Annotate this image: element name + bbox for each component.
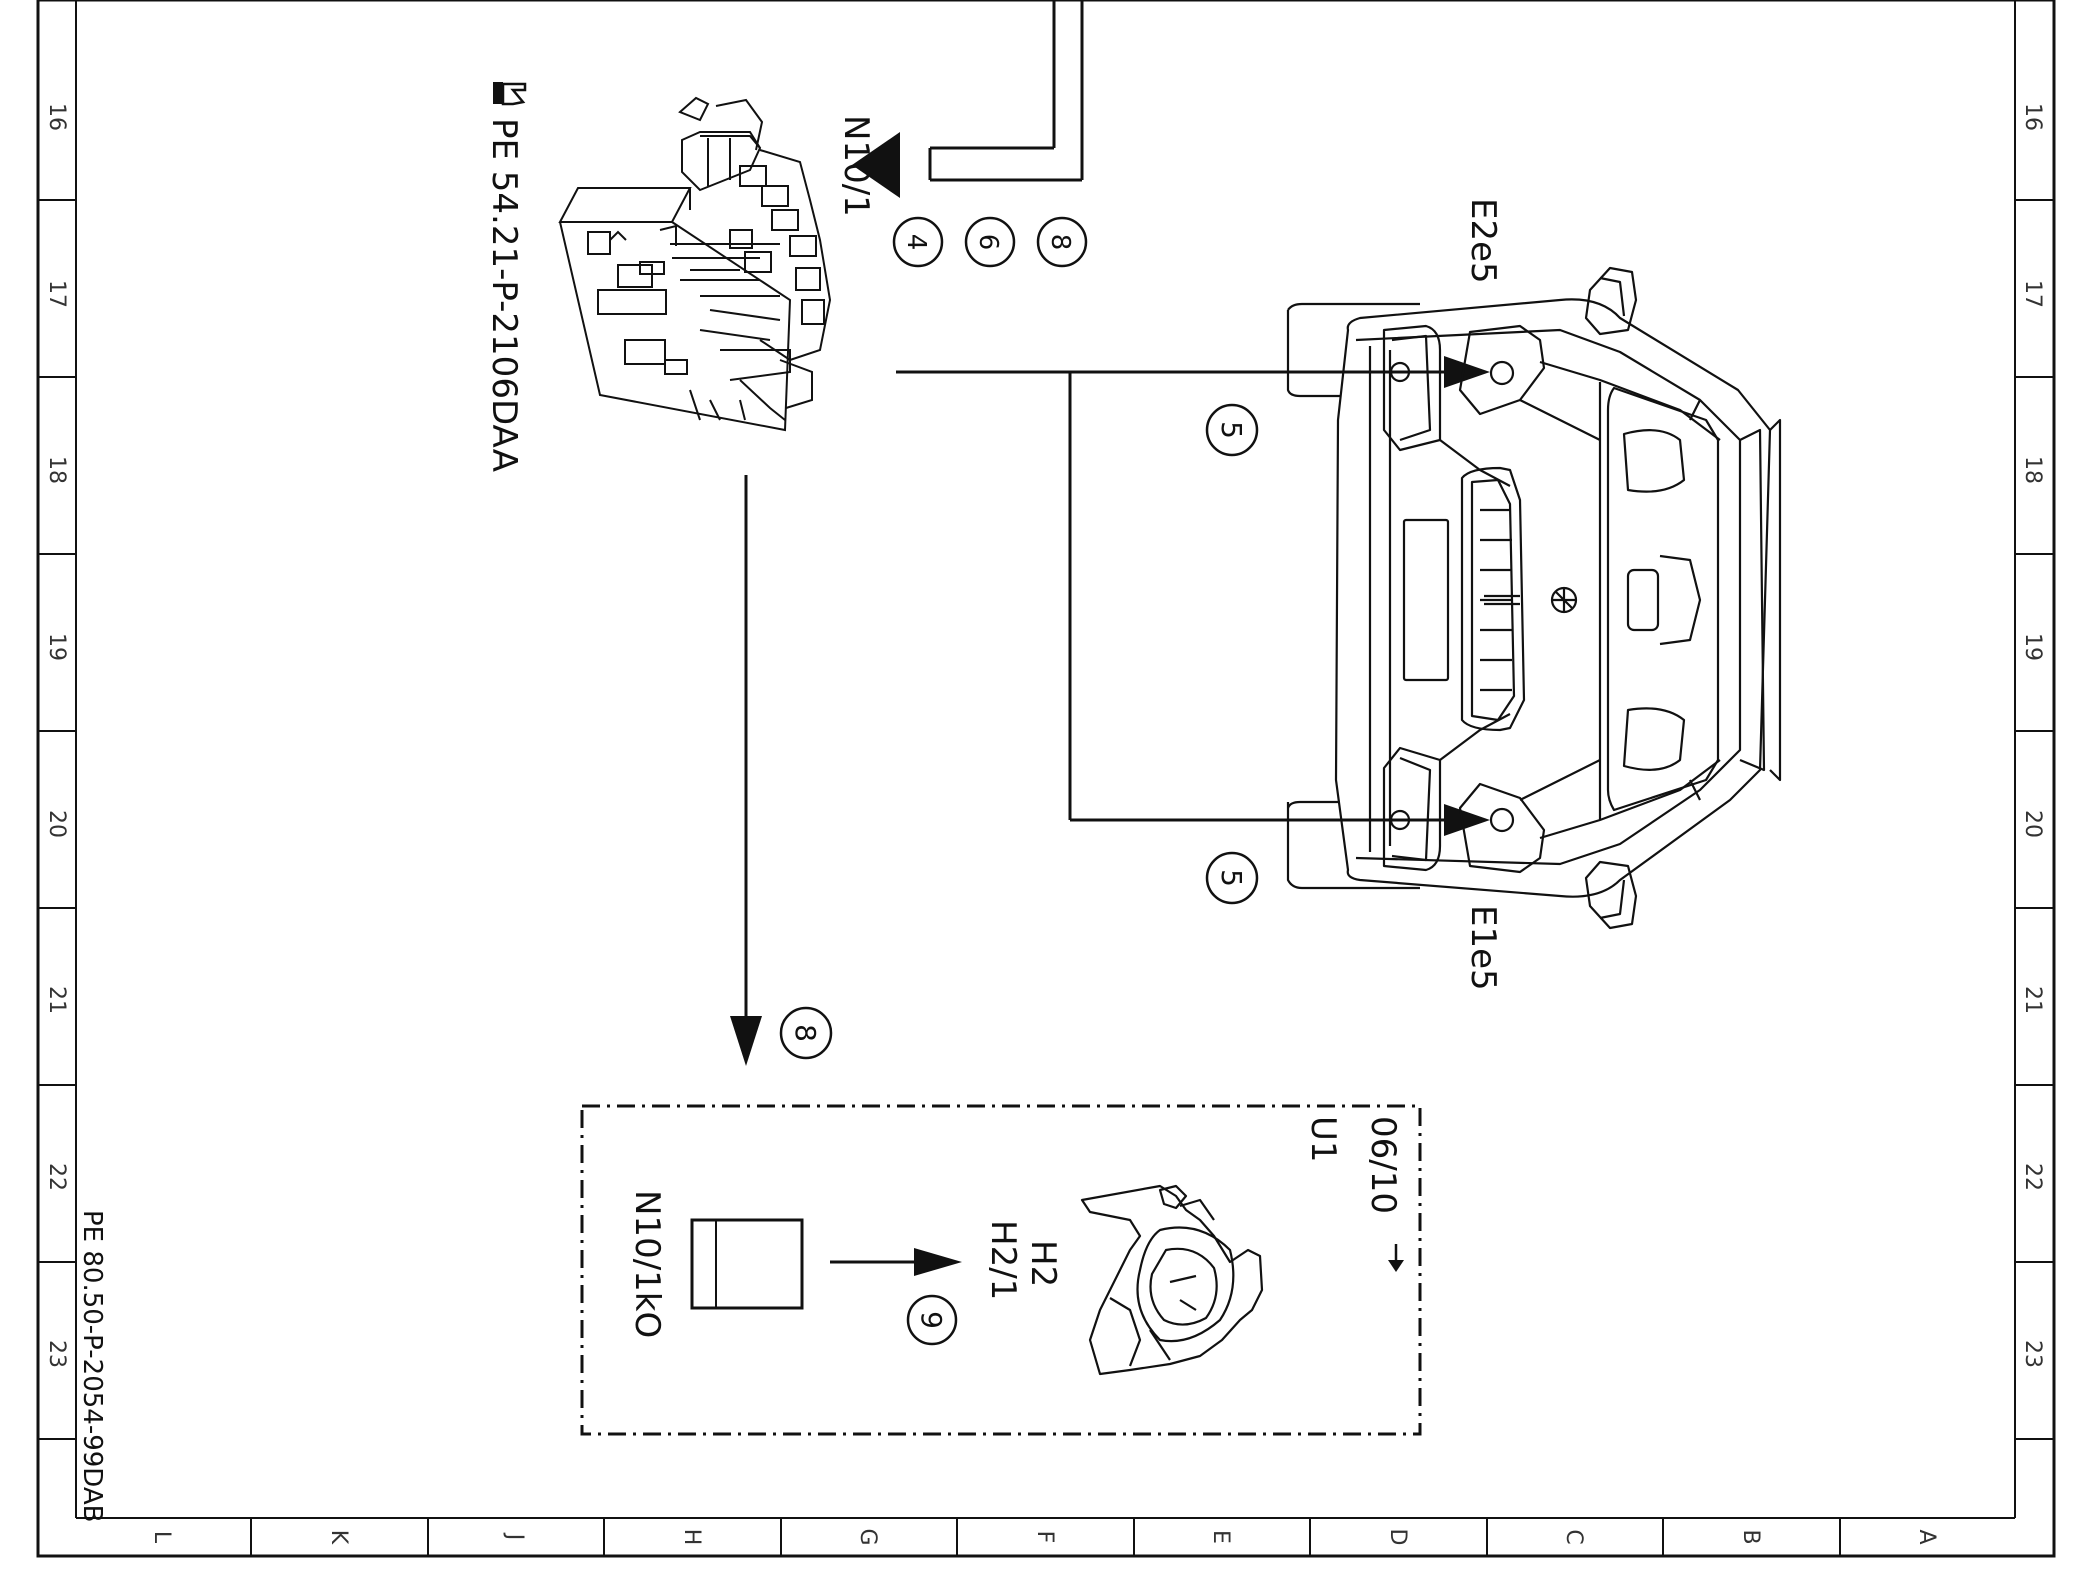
svg-text:4: 4 [901, 234, 931, 251]
row-label: 17 [2020, 280, 2045, 308]
row-label: 18 [2020, 456, 2045, 484]
right-light-label: E2e5 [1463, 198, 1503, 284]
row-label: 21 [44, 986, 69, 1014]
circle-ref-5-lower: 5 [1205, 851, 1259, 905]
grid-row-labels-left: 16 17 18 19 20 21 22 23 [44, 103, 69, 1368]
variant-date: 06/10 [1363, 1116, 1403, 1214]
row-label: 23 [2020, 1340, 2045, 1368]
column-label: K [326, 1530, 351, 1545]
variant-box-u1: 06/10 U1 H2 H2/1 N10/1kO 9 [580, 1104, 1422, 1436]
grid-column-labels: L K J H G F E D C B A [149, 1528, 1939, 1545]
row-label: 22 [44, 1163, 69, 1191]
row-label: 18 [44, 456, 69, 484]
column-label: B [1738, 1529, 1763, 1544]
column-label: H [679, 1529, 704, 1546]
circle-ref-8-lower: 8 [779, 1006, 833, 1060]
column-label: A [1914, 1529, 1939, 1544]
column-label: J [502, 1532, 527, 1541]
pointing-hand-icon [493, 82, 527, 106]
circle-ref-8: 8 [1036, 216, 1088, 268]
horn-drawing [1080, 1184, 1264, 1376]
svg-text:6: 6 [973, 234, 1003, 251]
arrow-to-left-light [1444, 804, 1490, 836]
arrow-relay-to-horn [914, 1248, 962, 1276]
row-label: 23 [44, 1340, 69, 1368]
relay-label: N10/1kO [627, 1190, 667, 1338]
svg-text:8: 8 [789, 1024, 822, 1042]
row-label: 21 [2020, 986, 2045, 1014]
horn-label-h2-1: H2/1 [983, 1220, 1023, 1300]
horn-label-h2: H2 [1023, 1240, 1063, 1287]
circle-ref-5-upper: 5 [1205, 403, 1259, 457]
column-label: E [1208, 1530, 1233, 1544]
circle-ref-9: 9 [906, 1294, 958, 1346]
relay-n10-1ko [690, 1218, 804, 1310]
column-label: F [1032, 1531, 1057, 1544]
arrow-to-sam-module [852, 132, 900, 198]
column-label: C [1561, 1529, 1586, 1544]
row-label: 20 [2020, 810, 2045, 838]
row-label: 16 [2020, 103, 2045, 131]
arrow-down-to-variant-box [730, 1016, 762, 1066]
svg-text:5: 5 [1215, 869, 1248, 887]
row-label: 22 [2020, 1163, 2045, 1191]
circle-ref-4: 4 [892, 216, 944, 268]
document-code: PE 80.50-P-2054-99DAB [77, 1210, 107, 1523]
sam-module-n10-1: N10/1 PE 54.21-P-2106DAA 8 6 4 [484, 82, 1088, 472]
row-label: 19 [2020, 633, 2045, 661]
svg-text:9: 9 [915, 1311, 948, 1329]
variant-unit: U1 [1303, 1116, 1343, 1163]
sam-module-reference-note: PE 54.21-P-2106DAA [484, 118, 524, 472]
column-label: L [149, 1531, 174, 1544]
drawing-frame [36, 0, 2056, 1558]
circle-ref-6: 6 [964, 216, 1016, 268]
wiring-lines [730, 0, 1490, 1066]
column-label: D [1385, 1529, 1410, 1546]
grid-row-labels-right: 16 17 18 19 20 21 22 23 [2020, 103, 2045, 1368]
row-label: 20 [44, 810, 69, 838]
row-label: 19 [44, 633, 69, 661]
sam-module-drawing [558, 96, 832, 432]
arrow-right-icon [1388, 1244, 1404, 1272]
row-label: 16 [44, 103, 69, 131]
arrow-to-right-light [1444, 356, 1490, 388]
svg-text:8: 8 [1045, 234, 1075, 251]
row-label: 17 [44, 280, 69, 308]
vehicle-front-view [1286, 266, 1782, 930]
left-light-label: E1e5 [1463, 905, 1503, 991]
svg-text:5: 5 [1215, 421, 1248, 439]
column-label: G [855, 1528, 880, 1545]
